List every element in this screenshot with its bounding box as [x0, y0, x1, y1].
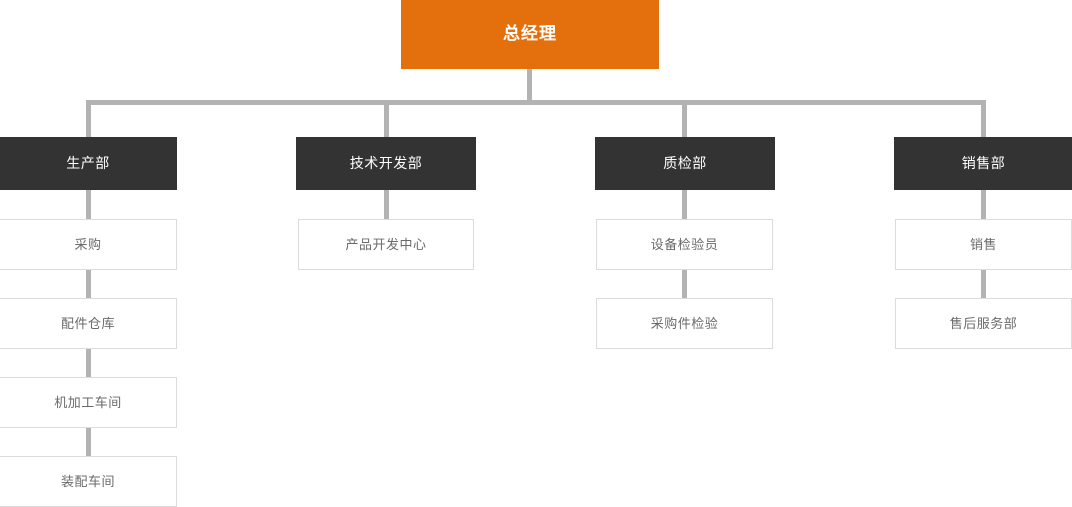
node-sub-assembly-workshop[interactable]: 装配车间 [0, 456, 177, 507]
node-department-production[interactable]: 生产部 [0, 137, 177, 190]
connector-dept-3-to-child-1 [682, 189, 687, 220]
connector-child-2-to-child-3 [86, 348, 91, 378]
connector-child-3-to-child-4 [86, 427, 91, 457]
node-sub-sales[interactable]: 销售 [895, 219, 1072, 270]
node-sub-equipment-inspector[interactable]: 设备检验员 [596, 219, 773, 270]
node-sub-product-development-center[interactable]: 产品开发中心 [298, 219, 474, 270]
connector-bus-to-dept-3 [682, 100, 687, 138]
node-department-quality[interactable]: 质检部 [595, 137, 775, 190]
node-sub-machining-workshop[interactable]: 机加工车间 [0, 377, 177, 428]
connector-dept-2-to-child-1 [384, 189, 389, 220]
connector-bus-to-dept-2 [384, 100, 389, 138]
connector-dept-4-child-1-to-child-2 [981, 269, 986, 299]
connector-dept-3-child-1-to-child-2 [682, 269, 687, 299]
node-sub-purchased-parts-inspection[interactable]: 采购件检验 [596, 298, 773, 349]
connector-horizontal-bus [86, 100, 986, 105]
connector-dept-1-to-child-1 [86, 189, 91, 220]
node-department-sales[interactable]: 销售部 [894, 137, 1072, 190]
connector-child-1-to-child-2 [86, 269, 91, 299]
node-department-technology[interactable]: 技术开发部 [296, 137, 476, 190]
connector-root-down [527, 69, 532, 103]
node-sub-parts-warehouse[interactable]: 配件仓库 [0, 298, 177, 349]
connector-dept-4-to-child-1 [981, 189, 986, 220]
node-root-general-manager[interactable]: 总经理 [401, 0, 659, 69]
connector-bus-to-dept-4 [981, 100, 986, 138]
node-sub-purchasing[interactable]: 采购 [0, 219, 177, 270]
node-sub-after-sales-service[interactable]: 售后服务部 [895, 298, 1072, 349]
connector-bus-to-dept-1 [86, 100, 91, 138]
